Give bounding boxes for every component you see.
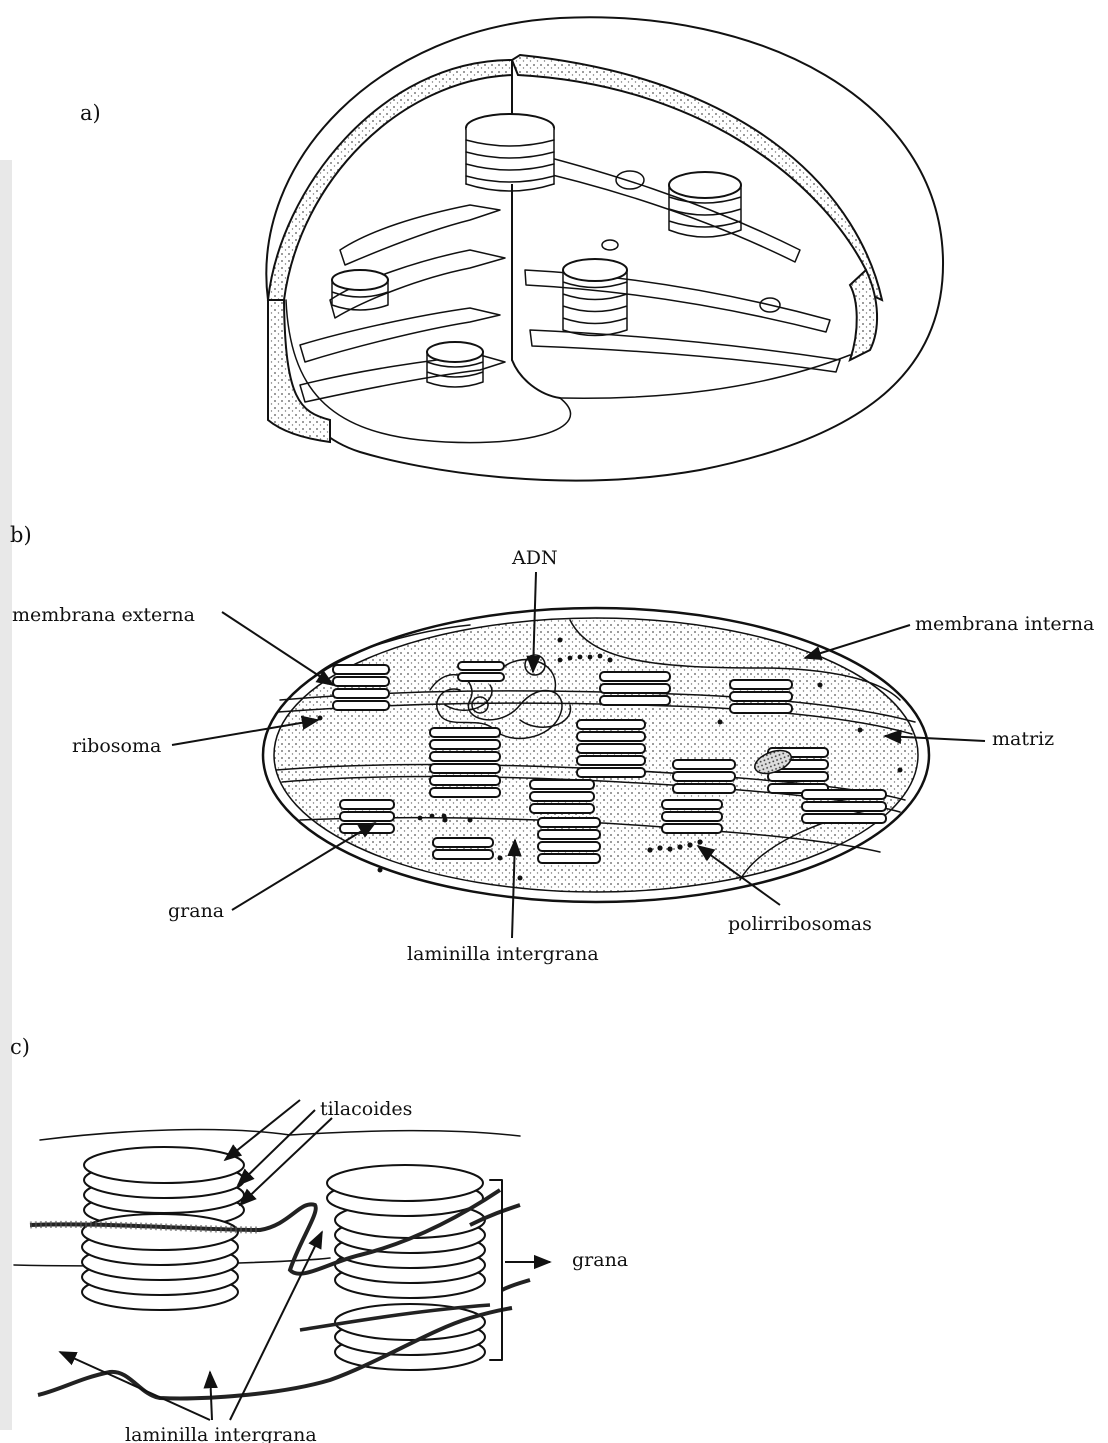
- label-laminilla-intergrana-b: laminilla intergrana: [407, 943, 599, 965]
- panel-a-letter: a): [80, 101, 101, 125]
- label-membrana-externa: membrana externa: [12, 604, 195, 626]
- label-polirribosomas: polirribosomas: [728, 913, 872, 935]
- label-grana-c: grana: [572, 1249, 628, 1271]
- scan-edge-strip: [0, 160, 12, 1430]
- granum-stack-a5: [427, 342, 483, 387]
- chloroplast-3d-cutaway: [266, 17, 943, 480]
- granum-b8: [530, 780, 594, 813]
- label-grana-b: grana: [168, 900, 224, 922]
- panel-c: c): [10, 1035, 628, 1443]
- granum-b3: [577, 720, 645, 777]
- label-tilacoides: tilacoides: [320, 1098, 412, 1120]
- label-laminilla-intergrana-c: laminilla intergrana: [125, 1424, 317, 1443]
- granum-b12: [662, 800, 722, 833]
- granum-b6: [673, 760, 735, 793]
- granum-b13: [802, 790, 886, 823]
- panel-b-letter: b): [10, 523, 32, 547]
- granum-b5: [730, 680, 792, 713]
- label-ribosoma: ribosoma: [72, 735, 161, 757]
- panel-c-letter: c): [10, 1035, 30, 1059]
- label-matriz: matriz: [992, 728, 1054, 750]
- granum-b4: [600, 672, 670, 705]
- granum-stack-a3: [563, 259, 627, 336]
- granum-c3: [327, 1165, 485, 1298]
- chloroplast-section: [263, 608, 929, 902]
- granum-stack-a1: [466, 114, 554, 191]
- label-adn: ADN: [511, 547, 558, 569]
- panel-a: a): [80, 17, 943, 480]
- panel-b: b): [10, 523, 1094, 965]
- granum-bracket: [490, 1180, 502, 1360]
- label-membrana-interna: membrana interna: [915, 613, 1094, 635]
- granum-stack-a2: [669, 172, 741, 237]
